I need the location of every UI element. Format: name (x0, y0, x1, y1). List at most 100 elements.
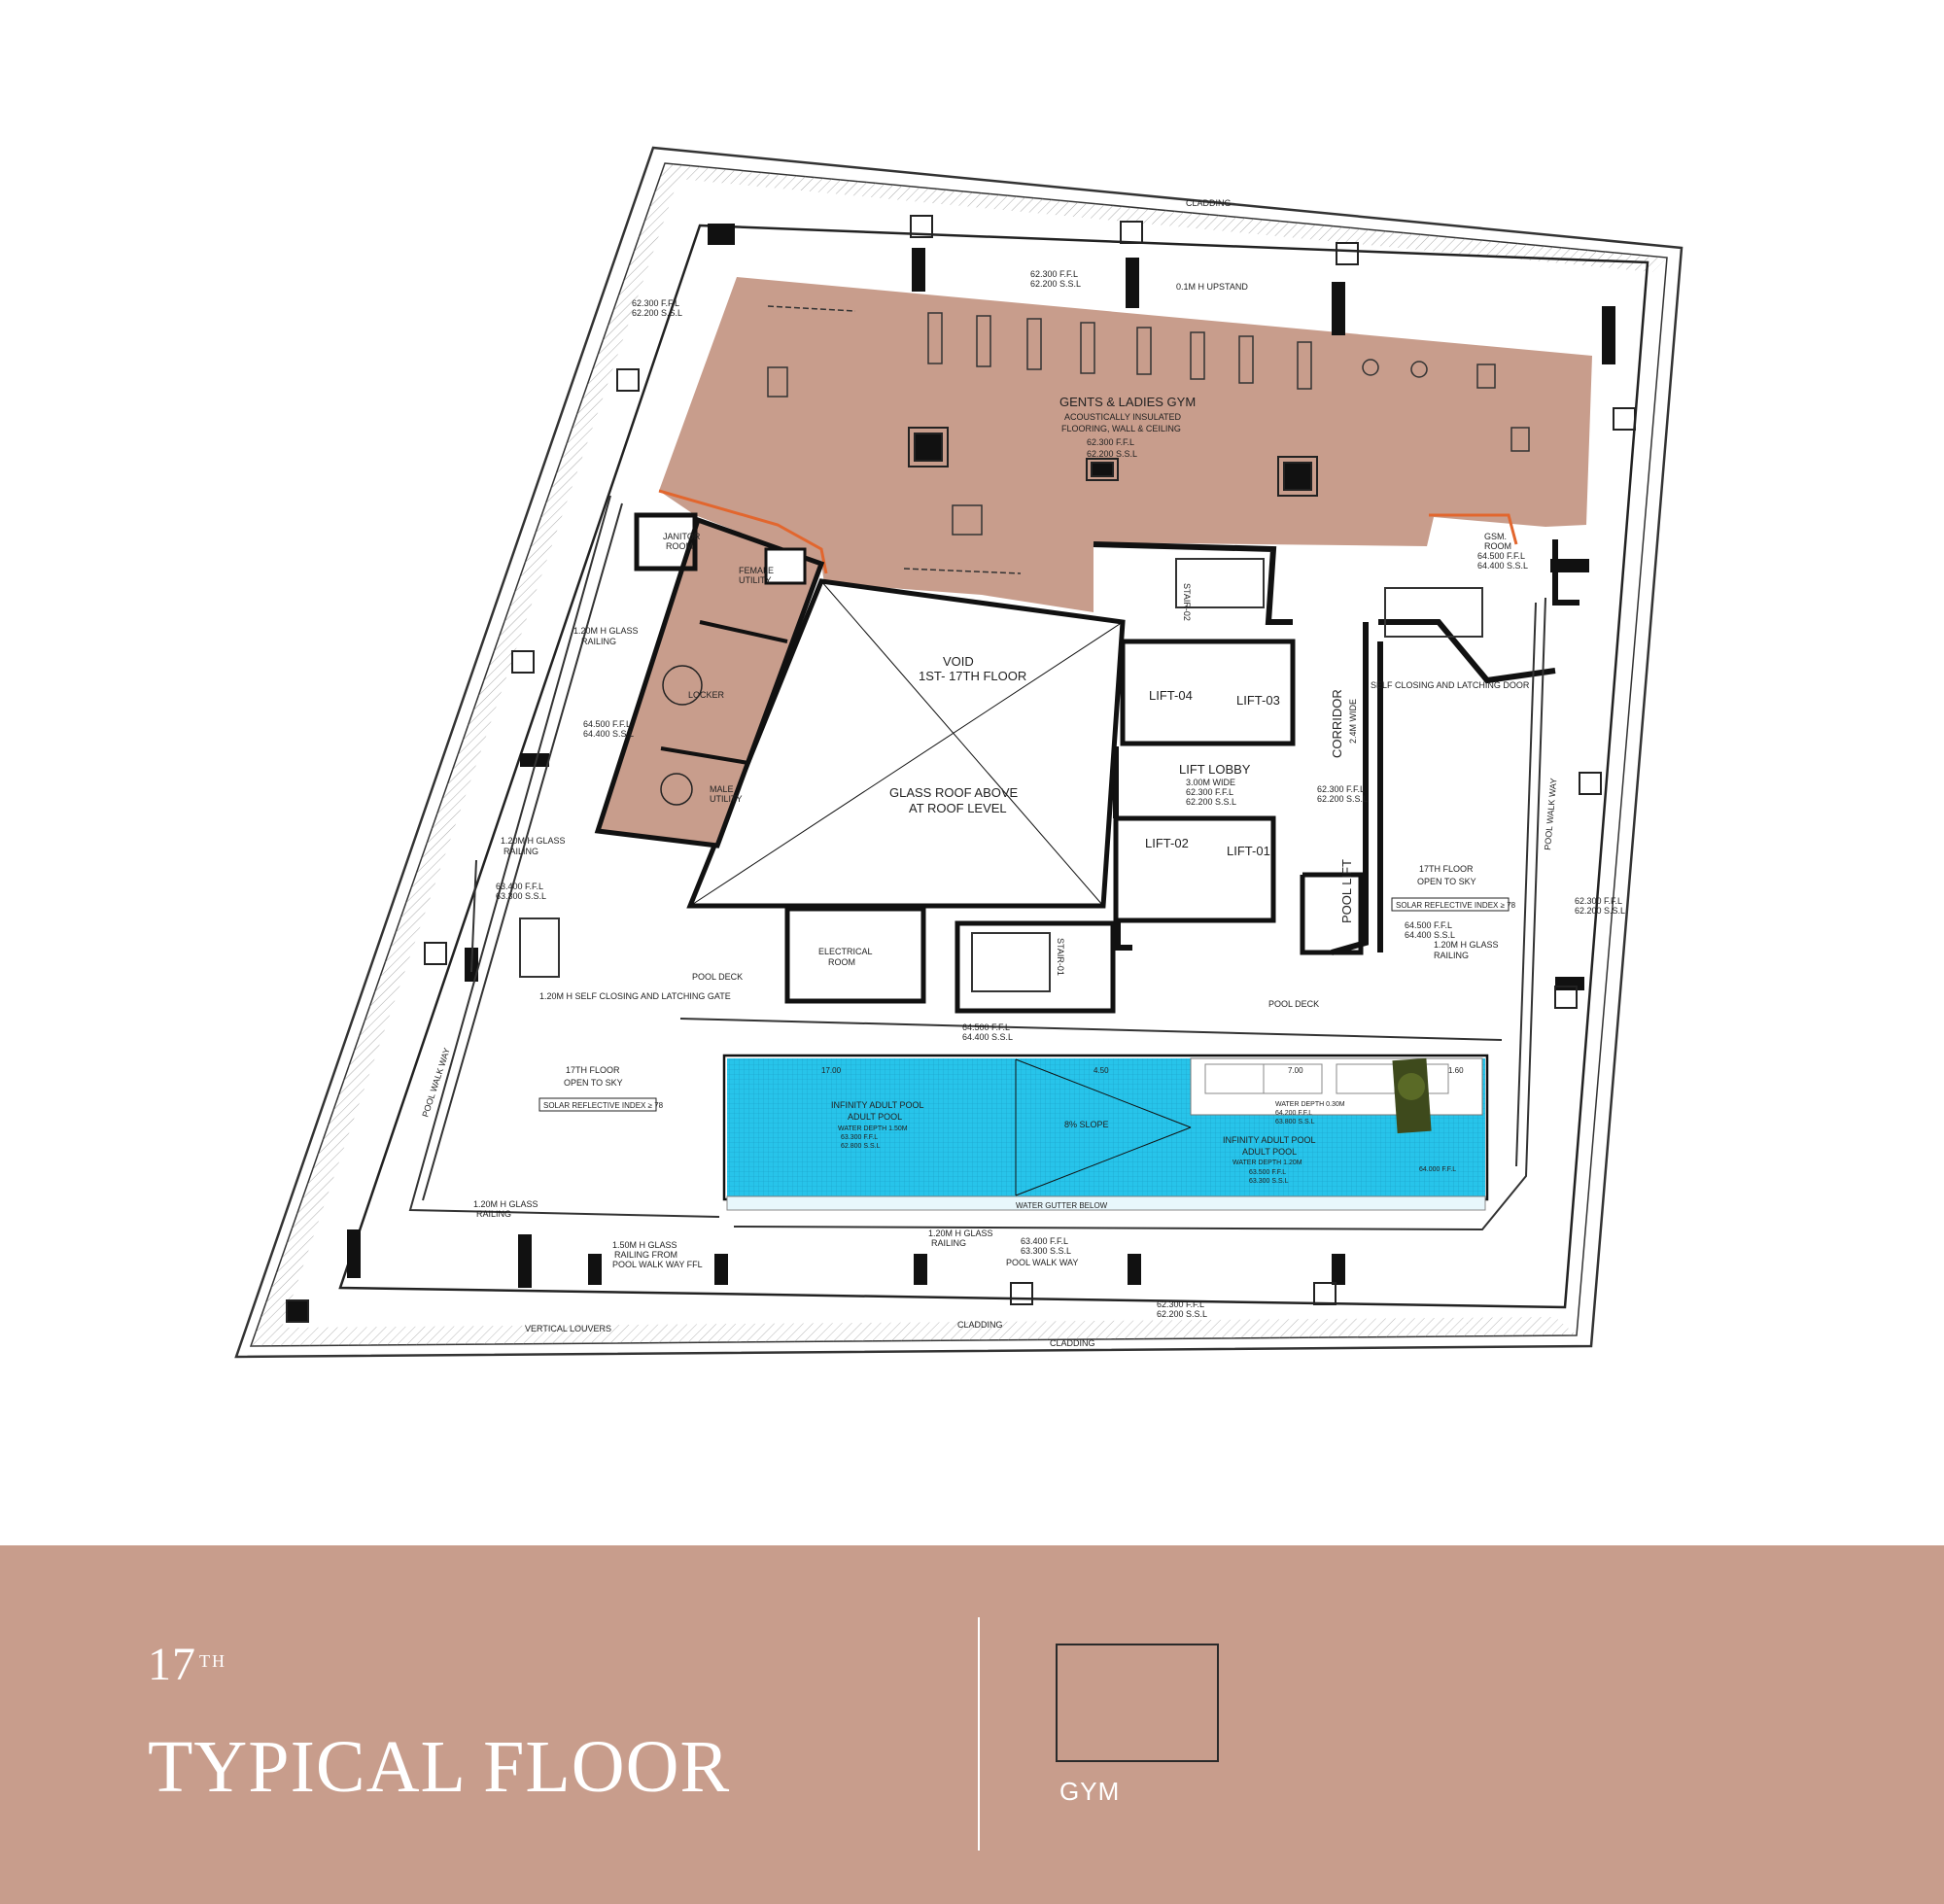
lift-04: LIFT-04 (1149, 688, 1193, 703)
gsm-room-2: ROOM (1484, 541, 1511, 551)
open-sky-l-2: OPEN TO SKY (564, 1078, 623, 1088)
janitor-1: JANITOR (663, 532, 701, 541)
gym-note-2: FLOORING, WALL & CEILING (1061, 424, 1181, 433)
floor-number-suffix: TH (199, 1651, 226, 1671)
level-l2-ssl: 63.300 S.S.L (496, 891, 546, 901)
pool-depth-3: WATER DEPTH 0.30M (1275, 1101, 1345, 1108)
slab-edge (338, 224, 1649, 1309)
gym-label: GENTS & LADIES GYM (1059, 395, 1196, 409)
locker: LOCKER (688, 690, 725, 700)
level-s-ssl: 62.200 S.S.L (1157, 1309, 1207, 1319)
level-gsm-ssl: 64.400 S.S.L (1477, 561, 1528, 571)
level-s-ffl: 62.300 F.F.L (1157, 1299, 1204, 1309)
lift-lobby: LIFT LOBBY (1179, 762, 1251, 777)
level-b-ssl: 63.300 S.S.L (1021, 1246, 1071, 1256)
level-b-ffl: 63.400 F.F.L (1021, 1236, 1068, 1246)
railing-b-1: 1.20M H GLASS (473, 1199, 538, 1209)
level-deck-ffl: 64.500 F.F.L (962, 1022, 1010, 1032)
gym-area (659, 277, 1592, 612)
female-utility-1: FEMALE (739, 566, 774, 575)
open-sky-r-1: 17TH FLOOR (1419, 864, 1474, 874)
pool-walkway-r: POOL WALK WAY (1543, 778, 1558, 850)
railing-r-1: 1.20M H GLASS (1434, 940, 1499, 950)
lift-02: LIFT-02 (1145, 836, 1189, 850)
pool-depth-1: WATER DEPTH 1.50M (838, 1125, 908, 1132)
railing-r-2: RAILING (1434, 951, 1469, 960)
level-gsm-ffl: 64.500 F.F.L (1477, 551, 1525, 561)
lift-lobby-width: 3.00M WIDE (1186, 778, 1235, 787)
pool-ffl-4: 64.000 F.F.L (1419, 1166, 1456, 1173)
utility-block (594, 516, 825, 848)
pool-deck-1: POOL DECK (692, 972, 743, 982)
vertical-louvers: VERTICAL LOUVERS (525, 1324, 611, 1333)
lift-lobby-ffl: 62.300 F.F.L (1186, 787, 1233, 797)
void-label: VOID (943, 654, 974, 669)
lift-lobby-ssl: 62.200 S.S.L (1186, 797, 1236, 807)
floor-title: TYPICAL FLOOR (148, 1726, 731, 1808)
level-r-ssl: 64.400 S.S.L (1405, 930, 1455, 940)
legend-label-gym: GYM (1059, 1777, 1121, 1806)
level-n2-ssl: 62.200 S.S.L (1030, 279, 1081, 289)
level-c-ffl: 62.300 F.F.L (1317, 784, 1365, 794)
level-n-ssl: 62.200 S.S.L (632, 308, 682, 318)
railing-l-4: RAILING (503, 847, 538, 856)
gym-accent-line-2 (1429, 513, 1518, 545)
level-l-ssl: 64.400 S.S.L (583, 729, 634, 739)
lift-01: LIFT-01 (1227, 844, 1270, 858)
glass-railings (408, 495, 1546, 1231)
railing-b-7: RAILING (931, 1238, 966, 1248)
glass-roof-1: GLASS ROOF ABOVE (889, 785, 1019, 800)
pool-ffl-3: 64.200 F.F.L (1275, 1110, 1312, 1117)
pool-label-2: ADULT POOL (848, 1112, 902, 1122)
gsm-room-1: GSM. (1484, 532, 1507, 541)
floor-plan: GENTS & LADIES GYM ACOUSTICALLY INSULATE… (234, 146, 1684, 1359)
stairs (519, 558, 1483, 992)
stair-02: STAIR-02 (1182, 583, 1192, 621)
void-floors: 1ST- 17TH FLOOR (919, 669, 1026, 683)
corridor: CORRIDOR (1330, 689, 1344, 758)
pool-label-4: ADULT POOL (1242, 1147, 1297, 1157)
shaft-markers (286, 215, 1636, 1323)
railing-l-2: RAILING (581, 637, 616, 646)
dim-160: 1.60 (1448, 1066, 1464, 1075)
plan-labels: GENTS & LADIES GYM ACOUSTICALLY INSULATE… (420, 198, 1625, 1348)
level-e-ffl: 62.300 F.F.L (1575, 896, 1622, 906)
open-sky-l-1: 17TH FLOOR (566, 1065, 620, 1075)
level-n2-ffl: 62.300 F.F.L (1030, 269, 1078, 279)
railing-b-4: RAILING FROM (614, 1250, 677, 1260)
pool-deck-2: POOL DECK (1268, 999, 1319, 1009)
pool-ssl-2: 63.300 S.S.L (1249, 1178, 1289, 1185)
solar-index-l: SOLAR REFLECTIVE INDEX ≥ 78 (543, 1101, 664, 1110)
level-r-ffl: 64.500 F.F.L (1405, 920, 1452, 930)
glass-roof-2: AT ROOF LEVEL (909, 801, 1007, 815)
pool (722, 1054, 1489, 1211)
upstand-n: 0.1M H UPSTAND (1176, 282, 1248, 292)
level-deck-ssl: 64.400 S.S.L (962, 1032, 1013, 1042)
railing-b-3: 1.50M H GLASS (612, 1240, 677, 1250)
pool-ffl-2: 63.500 F.F.L (1249, 1169, 1286, 1176)
railing-b-5: POOL WALK WAY FFL (612, 1260, 703, 1269)
gym-level-ffl: 62.300 F.F.L (1087, 437, 1134, 447)
janitor-2: ROOM (666, 541, 693, 551)
railing-l-1: 1.20M H GLASS (573, 626, 639, 636)
dim-700: 7.00 (1288, 1066, 1303, 1075)
dim-1700: 17.00 (821, 1066, 842, 1075)
railing-b-6: 1.20M H GLASS (928, 1229, 993, 1238)
gym-note-1: ACOUSTICALLY INSULATED (1064, 412, 1182, 422)
vertical-louver-band (251, 163, 1667, 1346)
core-walls (784, 539, 1580, 1014)
corridor-width: 2.4M WIDE (1348, 699, 1358, 744)
legend-swatch-gym (1056, 1644, 1219, 1762)
pool-ssl-3: 63.800 S.S.L (1275, 1119, 1315, 1125)
lift-03: LIFT-03 (1236, 693, 1280, 708)
electrical-room-1: ELECTRICAL (818, 947, 873, 956)
pool-walkway-b: POOL WALK WAY (1006, 1258, 1078, 1267)
gym-level-ssl: 62.200 S.S.L (1087, 449, 1137, 459)
level-c-ssl: 62.200 S.S.L (1317, 794, 1368, 804)
railing-l-3: 1.20M H GLASS (501, 836, 566, 846)
cladding-s2: CLADDING (957, 1320, 1003, 1330)
pool-walkway-l: POOL WALK WAY (420, 1047, 451, 1119)
water-gutter: WATER GUTTER BELOW (1016, 1201, 1108, 1210)
pool-label-3: INFINITY ADULT POOL (1223, 1135, 1316, 1145)
